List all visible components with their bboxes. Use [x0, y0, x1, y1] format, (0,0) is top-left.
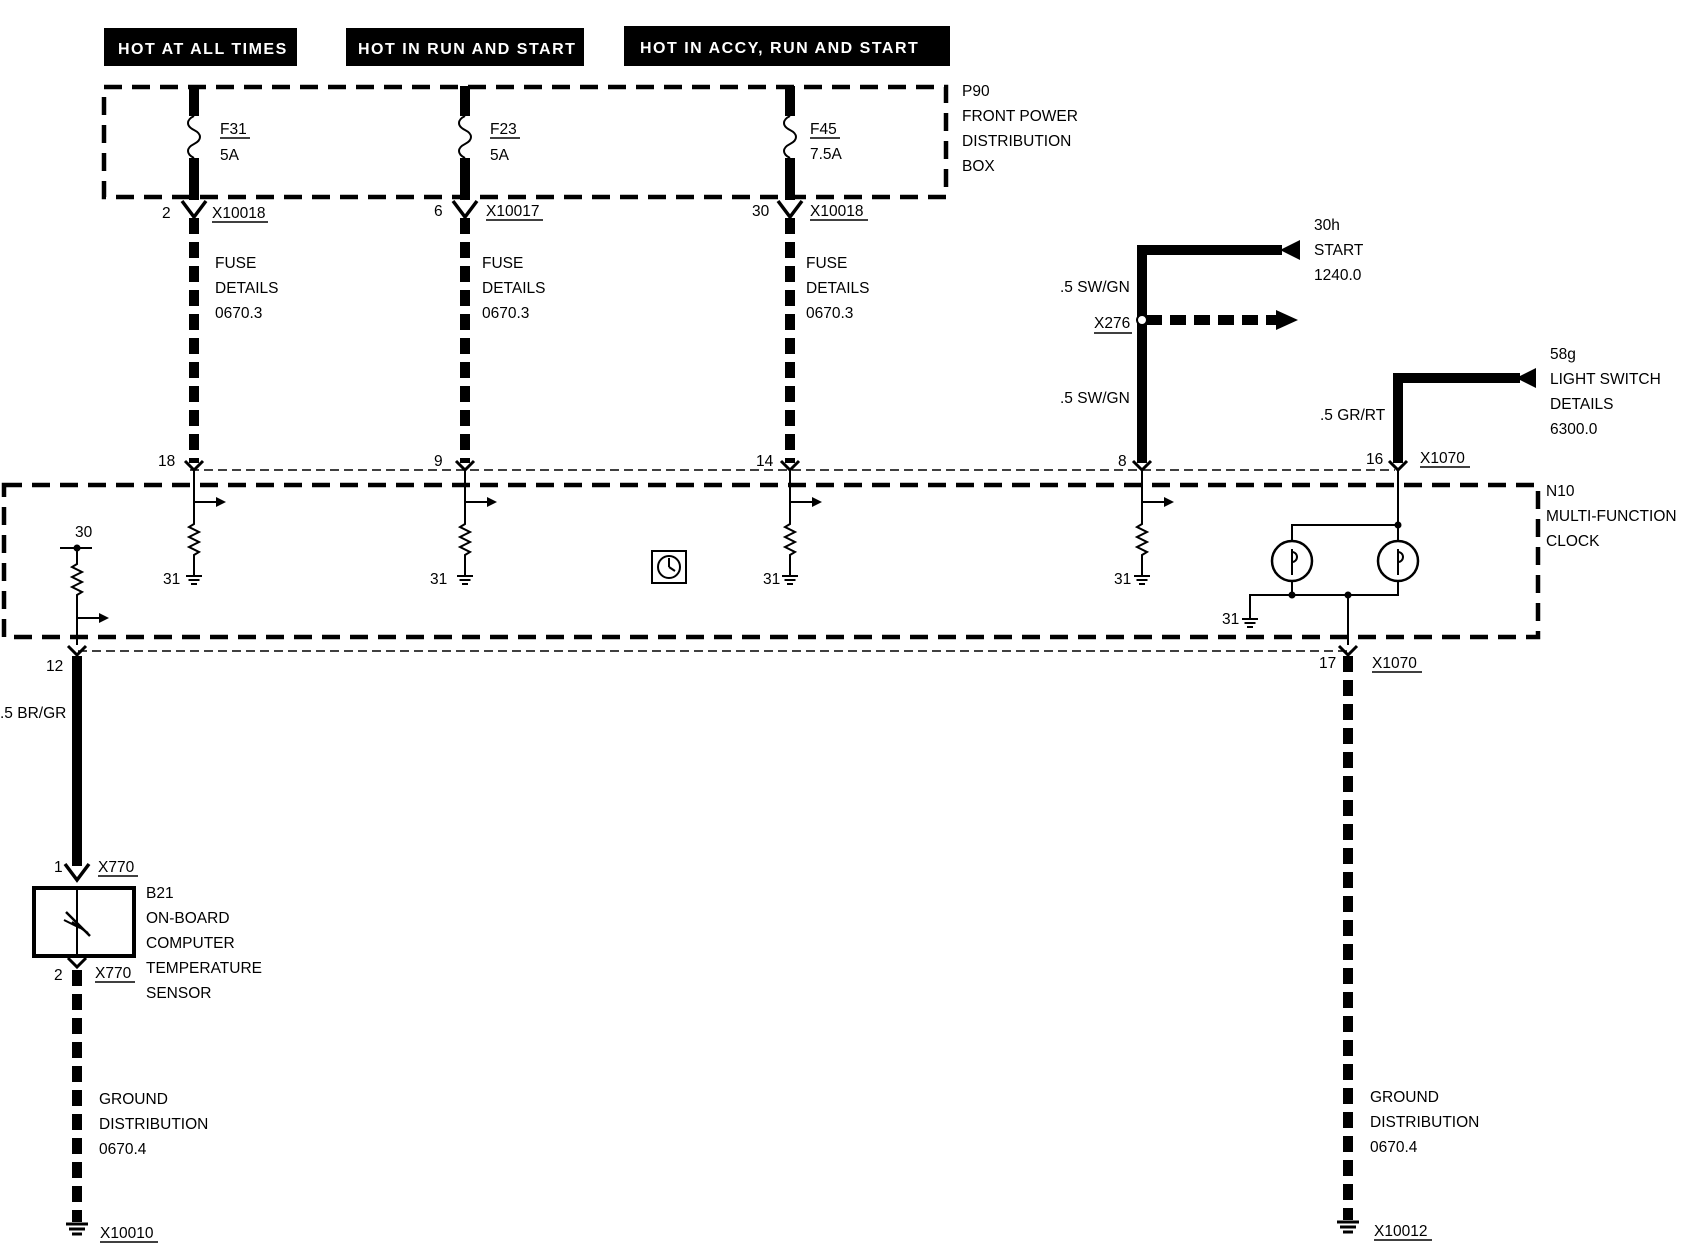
sensor-wire	[32, 644, 136, 1236]
circuit-start	[1131, 240, 1300, 585]
light-switch-label-line-2: DETAILS	[1550, 396, 1613, 413]
fuse-details-3-line-2: DETAILS	[806, 280, 869, 297]
ground-31-a: 31	[163, 571, 180, 588]
ground-right-line-1: GROUND	[1370, 1089, 1439, 1106]
sensor-id: B21	[146, 885, 174, 902]
connector-x1070-top: X1070	[1420, 450, 1465, 467]
header-hot-in-accy-run-and-start: HOT IN ACCY, RUN AND START	[624, 26, 950, 66]
fuse-details-3-line-1: FUSE	[806, 255, 847, 272]
ground-31-c: 31	[763, 571, 780, 588]
clock-internal-sensor-input	[60, 544, 110, 645]
svg-text:HOT IN ACCY, RUN AND START: HOT IN ACCY, RUN AND START	[640, 40, 919, 57]
header-hot-in-run-and-start: HOT IN RUN AND START	[346, 28, 584, 66]
connector-x10018-a: X10018	[212, 205, 265, 222]
ground-31-e: 31	[1222, 611, 1239, 628]
pin-clock-8: 8	[1118, 453, 1127, 470]
svg-text:HOT AT ALL TIMES: HOT AT ALL TIMES	[118, 41, 288, 58]
circuit-f31	[180, 86, 227, 585]
fuse-details-2-line-3: 0670.3	[482, 305, 529, 322]
fuse-details-3-line-3: 0670.3	[806, 305, 853, 322]
lamp-wiring	[1241, 521, 1402, 645]
power-box-id: P90	[962, 83, 990, 100]
ground-31-d: 31	[1114, 571, 1131, 588]
start-ref: 30h	[1314, 217, 1340, 234]
clock-module-id: N10	[1546, 483, 1575, 500]
clock-module-box	[1, 482, 1541, 640]
ground-left-line-2: DISTRIBUTION	[99, 1116, 208, 1133]
pin-clock-18: 18	[158, 453, 175, 470]
sensor-name-line-2: COMPUTER	[146, 935, 235, 952]
ground-left-line-1: GROUND	[99, 1091, 168, 1108]
light-switch-page: 6300.0	[1550, 421, 1598, 438]
svg-text:HOT IN RUN AND START: HOT IN RUN AND START	[358, 41, 576, 58]
sensor-name-line-4: SENSOR	[146, 985, 211, 1002]
ground-left-line-3: 0670.4	[99, 1141, 147, 1158]
power-box-name-line-2: DISTRIBUTION	[962, 133, 1071, 150]
ground-right-line-3: 0670.4	[1370, 1139, 1418, 1156]
clock-ground-connector: X1070	[1372, 655, 1417, 672]
sensor-connector-bottom: X770	[95, 965, 132, 982]
pin-clock-9: 9	[434, 453, 443, 470]
pin-top-6: 6	[434, 203, 443, 220]
start-wire-lower: .5 SW/GN	[1060, 390, 1130, 407]
sensor-pin-2: 2	[54, 967, 63, 984]
header-hot-at-all-times: HOT AT ALL TIMES	[104, 28, 297, 66]
fuse-details-2-line-2: DETAILS	[482, 280, 545, 297]
temperature-sensor-box	[32, 886, 136, 958]
light-switch-wire: .5 GR/RT	[1320, 407, 1386, 424]
clock-module-name-line-1: MULTI-FUNCTION	[1546, 508, 1677, 525]
fuse-details-1-line-1: FUSE	[215, 255, 256, 272]
power-box-name-line-1: FRONT POWER	[962, 108, 1078, 125]
circuit-f45	[776, 86, 823, 585]
pin-top-2: 2	[162, 205, 171, 222]
pin-top-30: 30	[752, 203, 770, 220]
sensor-connector-top: X770	[98, 859, 135, 876]
connector-x10017: X10017	[486, 203, 539, 220]
clock-icon	[651, 550, 687, 584]
fuse-f23-rating: 5A	[490, 147, 510, 164]
clock-pin-12: 12	[46, 658, 63, 675]
lamp-icon-right	[1376, 539, 1420, 583]
sensor-name-line-1: ON-BOARD	[146, 910, 230, 927]
start-label: START	[1314, 242, 1364, 259]
sensor-wire-label: .5 BR/GR	[0, 705, 66, 722]
pin-clock-16: 16	[1366, 451, 1383, 468]
fuse-f31-rating: 5A	[220, 147, 240, 164]
fuse-f45-label: F45	[810, 121, 837, 138]
lamp-icon-left	[1270, 539, 1314, 583]
light-switch-ref: 58g	[1550, 346, 1576, 363]
fuse-f45-rating: 7.5A	[810, 146, 843, 163]
fuse-details-2-line-1: FUSE	[482, 255, 523, 272]
fuse-f31-label: F31	[220, 121, 247, 138]
circuit-f23	[451, 86, 498, 585]
fuse-details-1-line-3: 0670.3	[215, 305, 262, 322]
start-wire-upper: .5 SW/GN	[1060, 279, 1130, 296]
start-page: 1240.0	[1314, 267, 1362, 284]
sensor-name-line-3: TEMPERATURE	[146, 960, 262, 977]
ground-right-connector: X10012	[1374, 1223, 1427, 1240]
sensor-pin-1: 1	[54, 859, 63, 876]
pin-clock-14: 14	[756, 453, 774, 470]
clock-terminal-30: 30	[75, 524, 93, 541]
ground-left-connector: X10010	[100, 1225, 154, 1242]
connector-x10018-b: X10018	[810, 203, 863, 220]
fuse-f23-label: F23	[490, 121, 517, 138]
clock-module-name-line-2: CLOCK	[1546, 533, 1600, 550]
clock-pin-17: 17	[1319, 655, 1336, 672]
ground-31-b: 31	[430, 571, 447, 588]
power-distribution-box	[101, 84, 949, 200]
light-switch-label-line-1: LIGHT SWITCH	[1550, 371, 1661, 388]
splice-x276: X276	[1094, 315, 1130, 332]
fuse-details-1-line-2: DETAILS	[215, 280, 278, 297]
clock-ground-wire	[1335, 644, 1361, 1234]
ground-right-line-2: DISTRIBUTION	[1370, 1114, 1479, 1131]
power-box-name-line-3: BOX	[962, 158, 995, 175]
